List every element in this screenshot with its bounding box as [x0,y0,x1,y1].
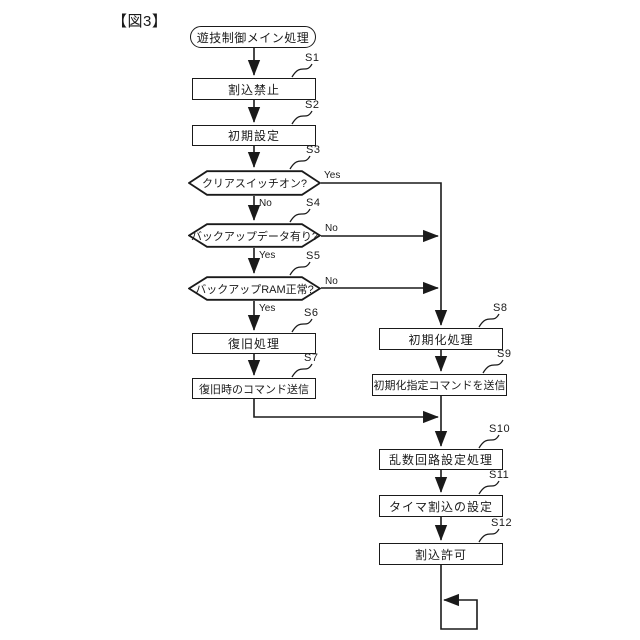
step-label-s1: S1 [305,52,320,64]
step-label-s6: S6 [304,307,319,319]
node-s5-label: バックアップRAM正常? [195,283,314,296]
step-label-s5: S5 [306,250,321,262]
step-label-s8: S8 [493,302,508,314]
node-s3-label: クリアスイッチオン? [201,178,308,190]
leader-s6 [291,318,313,333]
node-s10-label: 乱数回路設定処理 [388,453,493,467]
leader-s11 [478,480,500,495]
step-label-s4: S4 [306,197,321,209]
leader-s9 [482,359,504,374]
node-s1: 割込禁止 [192,78,316,100]
step-label-s11: S11 [489,469,510,481]
leader-s7 [291,363,313,378]
node-s11-label: タイマ割込の設定 [388,499,493,514]
node-s11: タイマ割込の設定 [379,495,503,517]
leader-s2 [291,110,313,125]
branch-label-s3-yes: Yes [324,170,341,181]
leader-s8 [478,313,500,328]
branch-label-s5-no: No [325,276,338,287]
node-s1-label: 割込禁止 [227,82,280,97]
figure-label: 【図3】 [112,13,168,30]
step-label-s10: S10 [489,423,511,435]
node-s9: 初期化指定コマンドを送信 [372,374,507,396]
node-s10: 乱数回路設定処理 [379,449,503,470]
leader-s12 [478,528,500,543]
hexagon-outline [188,223,321,248]
step-label-s2: S2 [305,99,320,111]
leader-s3 [289,155,311,170]
node-s3: クリアスイッチオン? [188,170,321,196]
node-start-label: 遊技制御メイン処理 [196,30,310,45]
node-s4-label: バックアップデータ有り? [190,230,319,243]
step-label-s7: S7 [304,352,319,364]
step-label-s12: S12 [491,517,513,529]
node-s7-label: 復旧時のコマンド送信 [199,383,309,396]
node-s4: バックアップデータ有り? [188,223,321,248]
node-s5: バックアップRAM正常? [188,276,321,301]
branch-label-s5-yes: Yes [259,303,276,314]
hexagon-outline [188,170,321,196]
node-s6: 復旧処理 [192,333,316,354]
node-s2: 初期設定 [192,125,316,146]
node-s8: 初期化処理 [379,328,503,350]
branch-label-s4-no: No [325,223,338,234]
node-s7: 復旧時のコマンド送信 [192,378,316,399]
node-s8-label: 初期化処理 [408,332,474,347]
connector-s12-loop [440,565,478,630]
node-s12-label: 割込許可 [414,547,467,562]
connector-s7-merge [253,399,439,424]
connector-s3-s8-yes [321,182,448,326]
leader-s1 [291,63,313,78]
step-label-s3: S3 [306,144,321,156]
step-label-s9: S9 [497,348,512,360]
node-s9-label: 初期化指定コマンドを送信 [373,380,506,392]
node-start: 遊技制御メイン処理 [190,26,316,48]
leader-s5 [289,261,311,276]
node-s2-label: 初期設定 [227,129,280,143]
node-s6-label: 復旧処理 [227,337,280,351]
branch-label-s3-no: No [259,198,272,209]
leader-s4 [289,208,311,223]
hexagon-outline [188,276,321,301]
branch-label-s4-yes: Yes [259,250,276,261]
leader-s10 [478,434,500,449]
node-s12: 割込許可 [379,543,503,565]
